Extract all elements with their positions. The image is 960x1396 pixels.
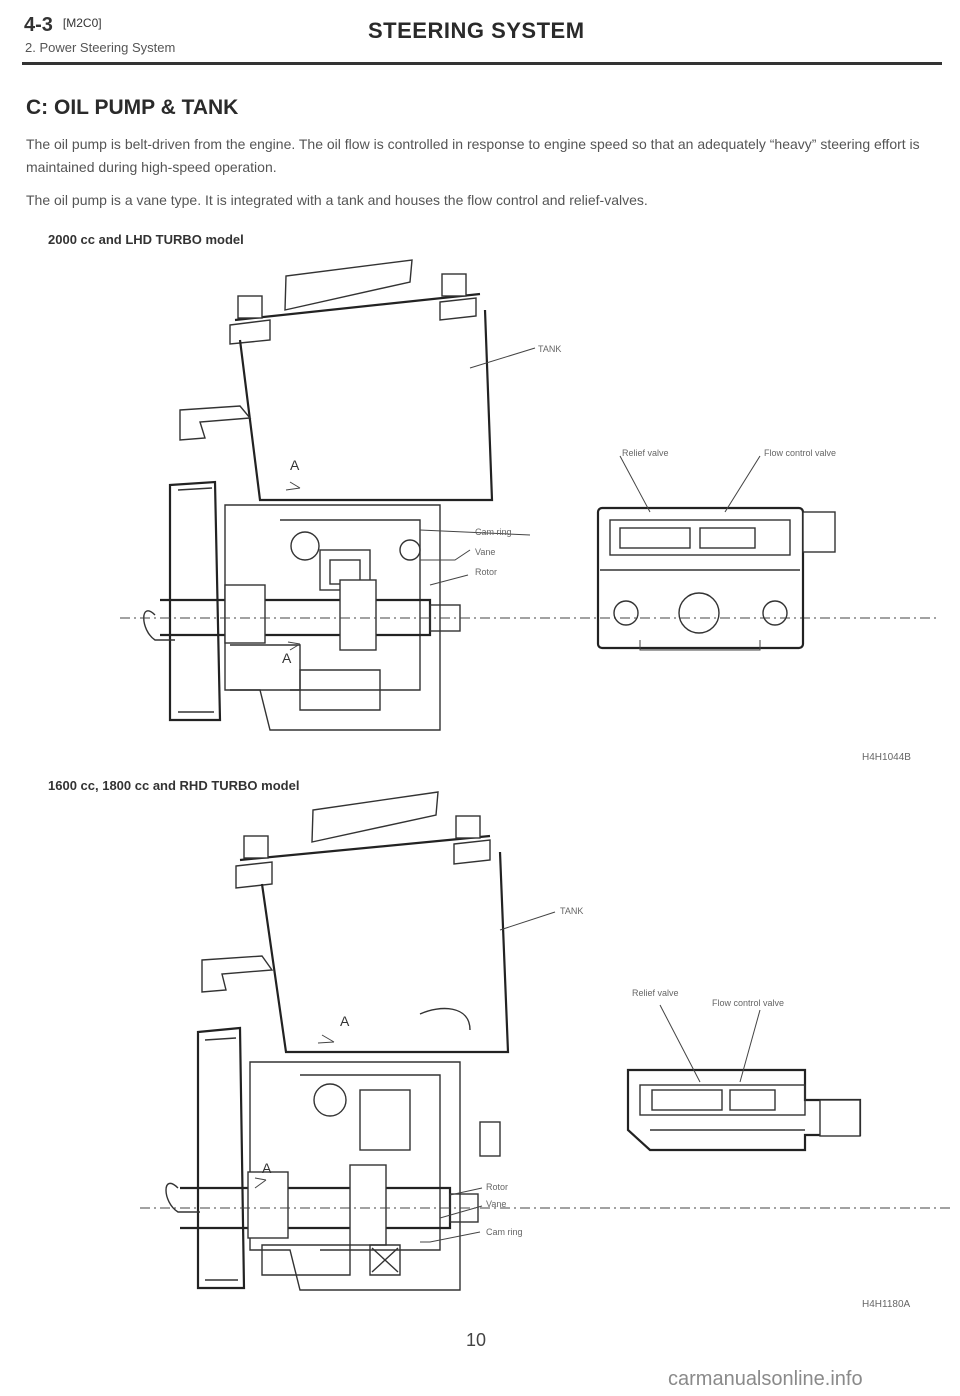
figure-1-label-tank: TANK	[538, 344, 562, 354]
figure-1-label-cam-ring: Cam ring	[475, 527, 512, 537]
page-number: 10	[466, 1330, 487, 1350]
figure-1-caption: 2000 cc and LHD TURBO model	[48, 232, 244, 247]
figure-1-label-relief-valve: Relief valve	[622, 448, 669, 458]
figure-2-label-cam-ring: Cam ring	[486, 1227, 523, 1237]
figure-2-section-a-top: A	[340, 1013, 350, 1029]
figure-2-label-vane: Vane	[486, 1199, 507, 1209]
figure-1-section-a-bottom: A	[282, 650, 292, 666]
section-code: 4-3[M2C0]	[24, 14, 102, 36]
figure-1-id: H4H1044B	[862, 752, 911, 763]
figure-2-id: H4H1180A	[862, 1299, 911, 1310]
subsection-title: 2. Power Steering System	[25, 40, 176, 55]
figure-1-label-rotor: Rotor	[475, 567, 498, 577]
watermark: carmanualsonline.info	[668, 1368, 863, 1390]
figure-1-label-vane: Vane	[475, 547, 496, 557]
figure-2-pump-diagram	[140, 791, 950, 1291]
figure-2-label-flow-control-valve: Flow control valve	[712, 998, 785, 1008]
section-heading: C: OIL PUMP & TANK	[26, 96, 239, 119]
figure-2-label-relief-valve: Relief valve	[632, 988, 679, 998]
figure-2-caption: 1600 cc, 1800 cc and RHD TURBO model	[48, 778, 300, 793]
figure-1-section-a-top: A	[290, 457, 300, 473]
section-tag: [M2C0]	[62, 16, 102, 30]
header-rule	[22, 62, 942, 65]
figure-1-label-flow-control-valve: Flow control valve	[764, 448, 837, 458]
figure-1-pump-diagram	[120, 259, 940, 731]
page-title: STEERING SYSTEM	[368, 18, 585, 43]
figure-2-label-tank: TANK	[560, 906, 584, 916]
figure-2-label-rotor: Rotor	[486, 1182, 509, 1192]
paragraph-2: The oil pump is a vane type. It is integ…	[26, 192, 648, 208]
paragraph-1: The oil pump is belt-driven from the eng…	[26, 136, 920, 175]
figure-2-section-a-bottom: A	[262, 1160, 272, 1176]
